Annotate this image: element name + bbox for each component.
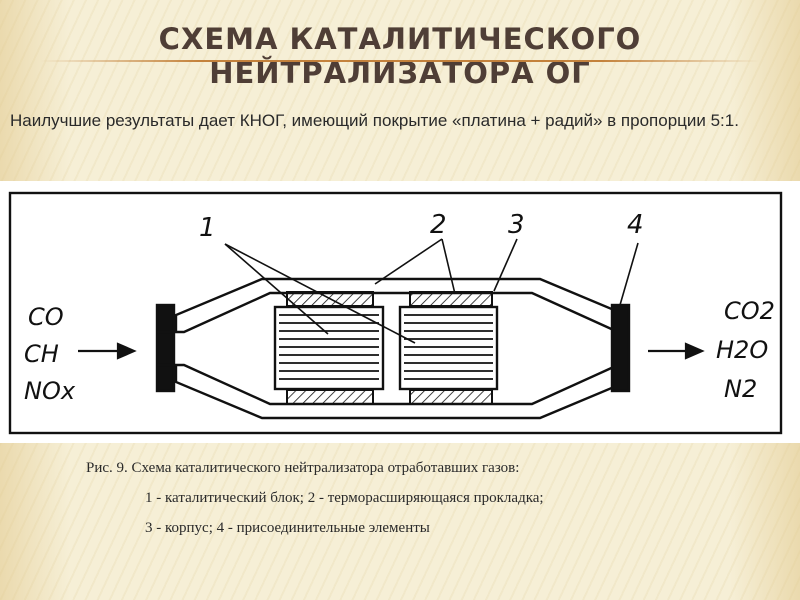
slide-title: СХЕМА КАТАЛИТИЧЕСКОГО НЕЙТРАЛИЗАТОРА ОГ — [158, 22, 642, 90]
leader-2b — [441, 238, 456, 295]
leader-1b — [224, 243, 416, 344]
catalyst-block-left — [273, 305, 385, 391]
converter-diagram: 1 2 3 4 CO CH NOx CO2 H2O N2 — [0, 181, 800, 443]
input-gas-co: CO — [28, 303, 64, 331]
label-1: 1 — [199, 213, 216, 243]
intro-text: Наилучшие результаты дает КНОГ, имеющий … — [10, 111, 739, 130]
diagram-svg: 1 2 3 4 CO CH NOx CO2 H2O N2 — [8, 191, 783, 435]
output-gas-h2o: H2O — [716, 336, 768, 364]
title-underline — [40, 60, 760, 62]
catalyst-block-right — [398, 305, 499, 391]
label-4: 4 — [627, 210, 644, 240]
output-gas-co2: CO2 — [724, 297, 775, 325]
outlet-arrowhead — [684, 342, 705, 360]
label-3: 3 — [508, 210, 525, 240]
caption-title: Рис. 9. Схема каталитического нейтрализа… — [86, 460, 520, 476]
diagram-frame — [8, 191, 783, 435]
leader-2a — [374, 238, 443, 285]
output-gas-n2: N2 — [724, 375, 757, 403]
left-flange — [155, 303, 176, 393]
leader-1a — [224, 243, 329, 335]
leader-4 — [619, 242, 639, 306]
expansion-pad-left-bottom — [286, 389, 374, 405]
caption-legend-3-4: 3 - корпус; 4 - присоединительные элемен… — [145, 520, 430, 536]
caption-legend-1-2: 1 - каталитический блок; 2 - терморасшир… — [145, 490, 544, 506]
catalyst-channels — [279, 314, 493, 380]
expansion-pad-right-bottom — [409, 389, 493, 405]
right-flange — [610, 303, 631, 393]
input-gas-ch: CH — [24, 340, 59, 368]
input-gas-nox: NOx — [24, 377, 76, 405]
inlet-arrowhead — [116, 342, 137, 360]
expansion-pad-right-top — [409, 291, 493, 307]
leader-3 — [493, 238, 518, 292]
label-2: 2 — [430, 210, 447, 240]
